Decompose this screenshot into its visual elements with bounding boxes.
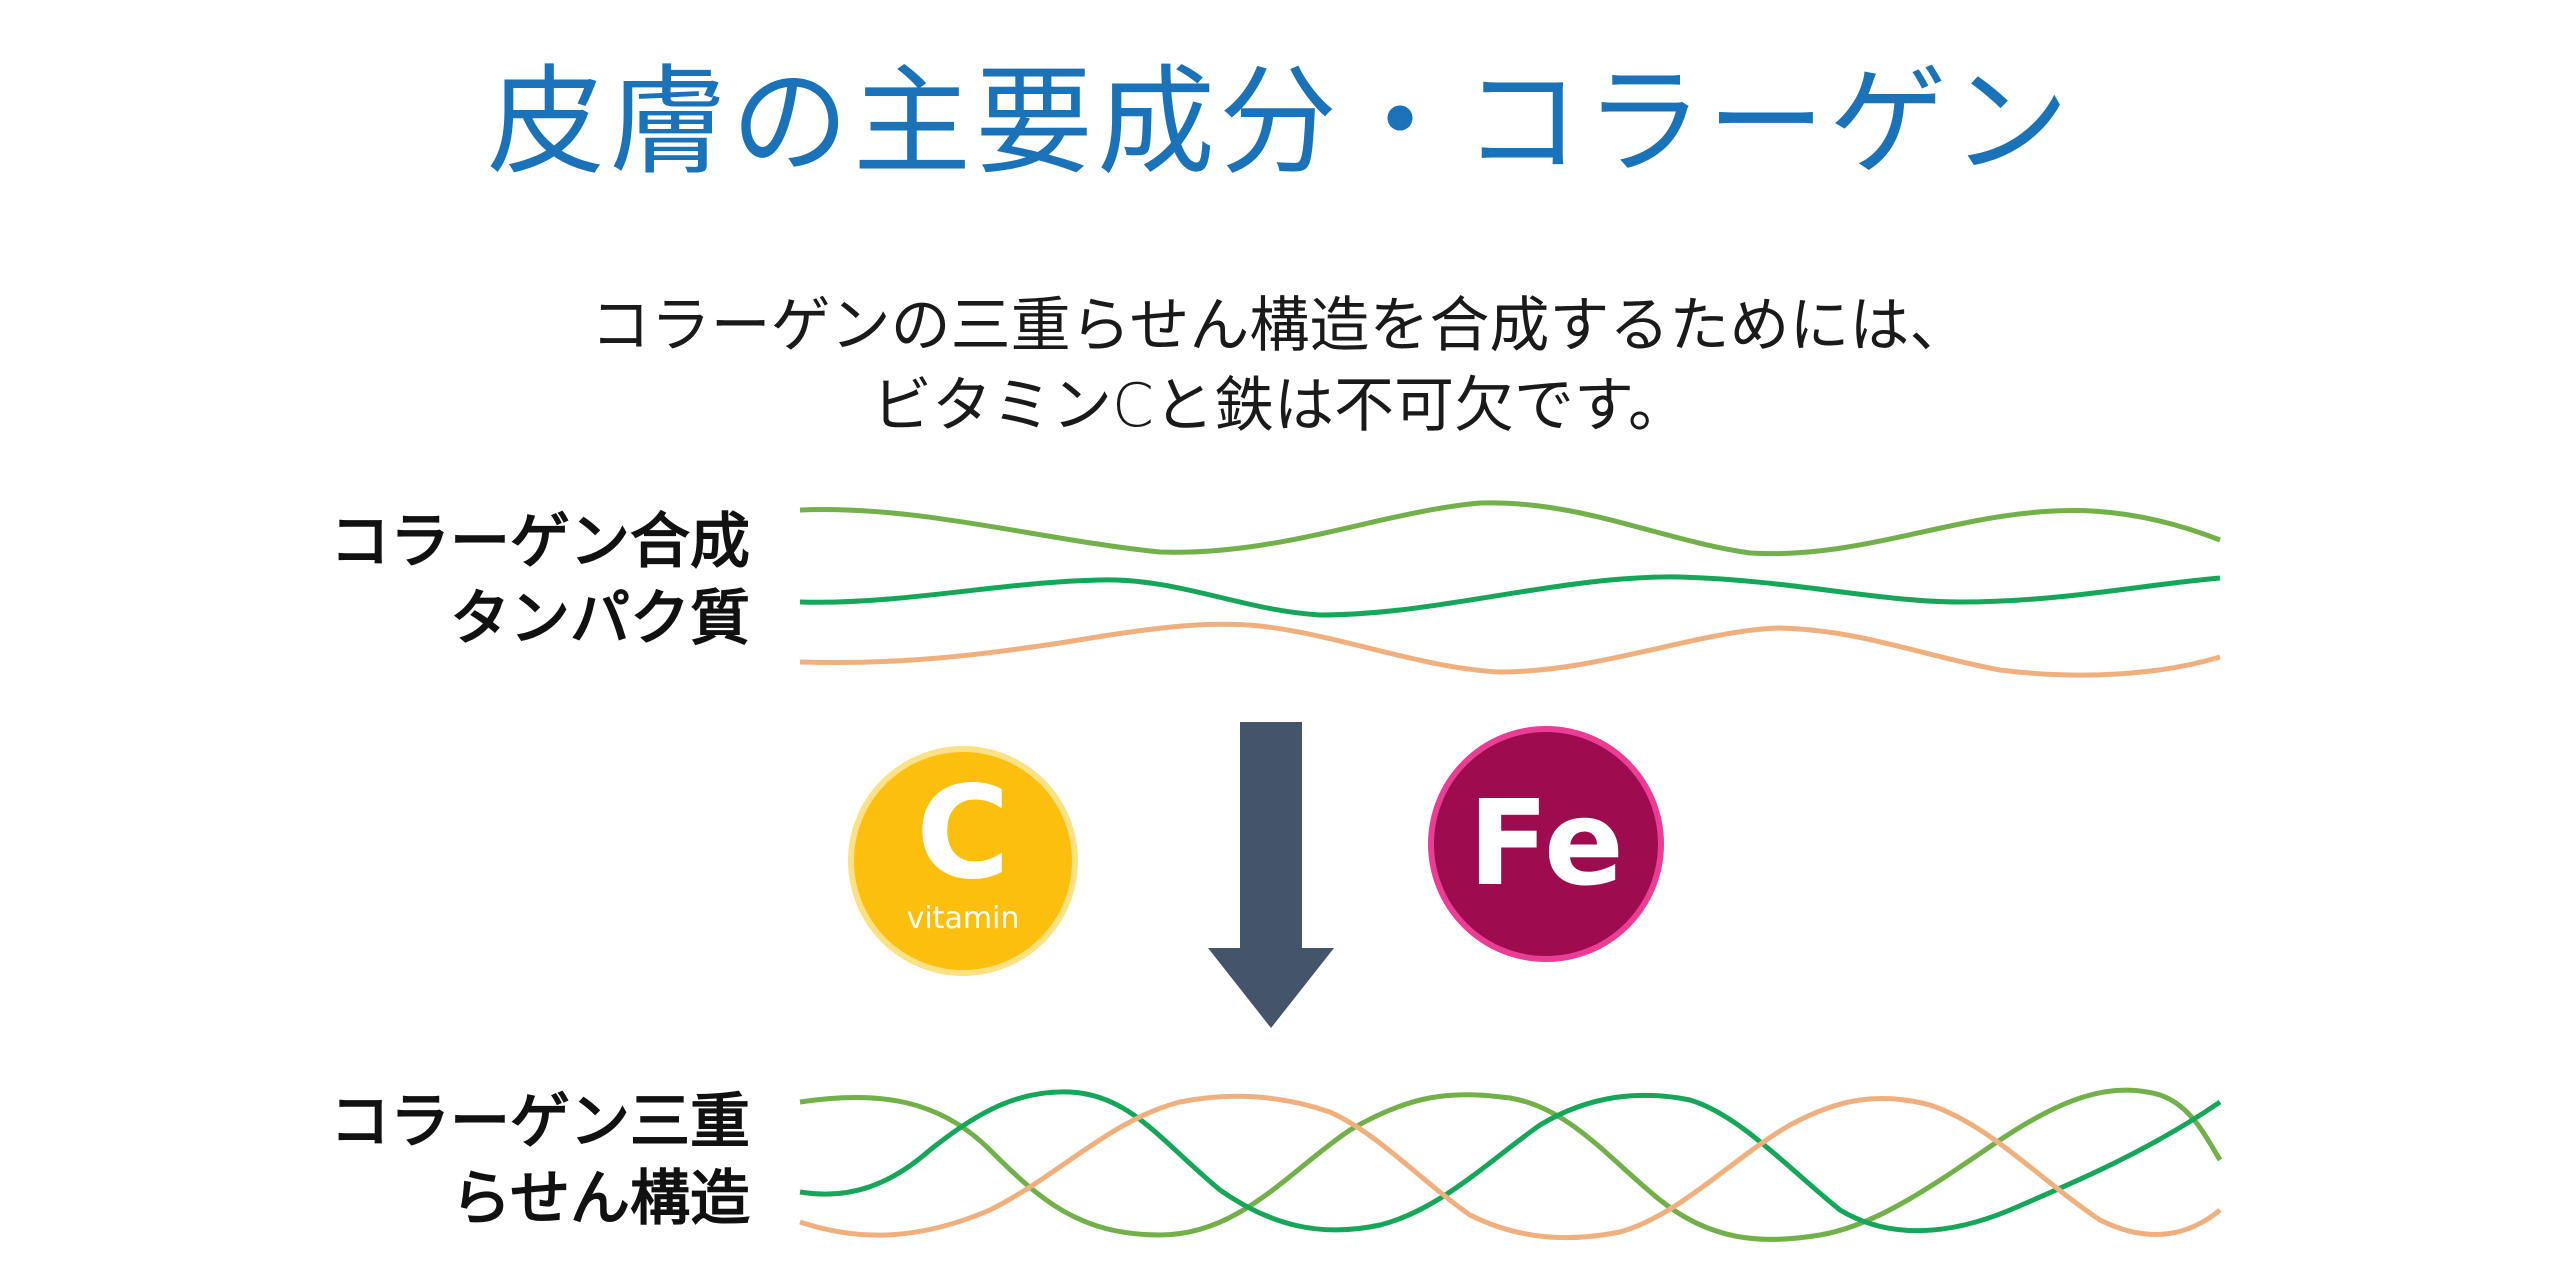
helix-strand-peach (799, 1093, 2222, 1241)
protein-label-line-1: コラーゲン合成 (330, 507, 750, 577)
protein-label-line-2: タンパク質 (450, 584, 750, 654)
protein-strand-light-green (799, 500, 2221, 557)
vitamin-c-badge: C vitamin (848, 746, 1078, 976)
helix-label-line-1: コラーゲン三重 (330, 1087, 750, 1157)
iron-badge: Fe (1428, 726, 1664, 962)
vitamin-word: vitamin (906, 901, 1020, 936)
protein-strand-green (799, 574, 2221, 618)
protein-strand-peach (799, 621, 2221, 678)
helix-strand-green (799, 1089, 2222, 1234)
helix-strand-light-green (799, 1087, 2223, 1242)
helix-label-line-2: らせん構造 (451, 1164, 750, 1234)
iron-symbol: Fe (1468, 774, 1624, 912)
vitamin-c-letter: C (916, 759, 1010, 908)
down-arrow-icon (1208, 722, 1334, 1028)
slide-title: 皮膚の主要成分・コラーゲン (486, 53, 2073, 191)
subtitle-line-2: ビタミンCと鉄は不可欠です。 (872, 371, 1688, 441)
subtitle-line-1: コラーゲンの三重らせん構造を合成するためには、 (590, 291, 1970, 361)
